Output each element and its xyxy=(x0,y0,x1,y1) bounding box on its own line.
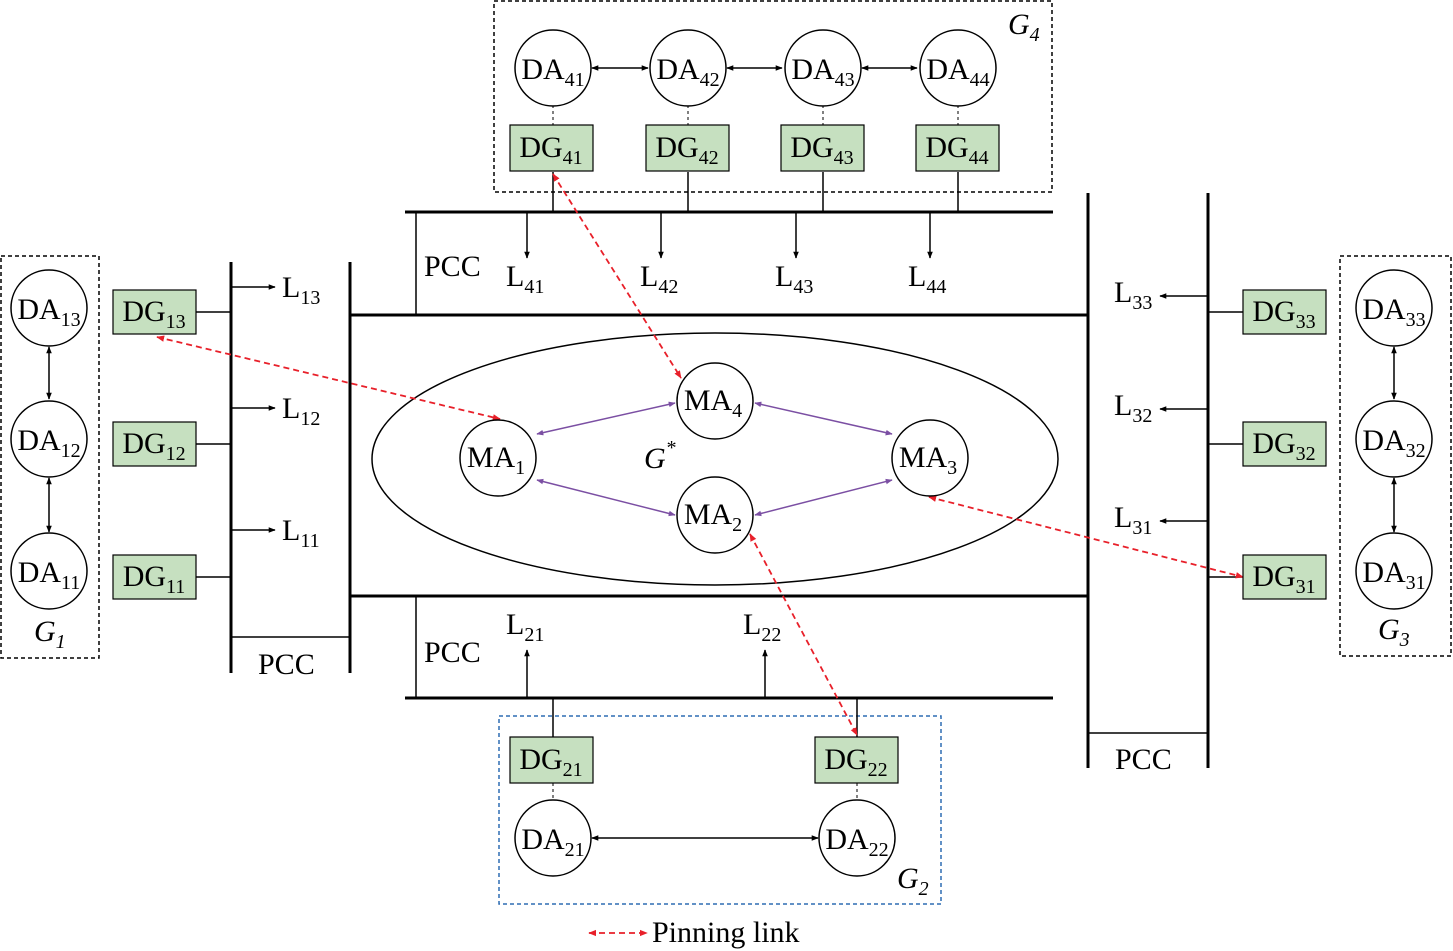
load-l12-label: L12 xyxy=(282,392,320,430)
dg12-label: DG12 xyxy=(122,427,185,465)
pinning-link-g2 xyxy=(749,533,858,736)
agent-da41-node xyxy=(514,29,592,107)
load-l42-label: L42 xyxy=(640,260,678,298)
agent-da44-node xyxy=(919,29,997,107)
agent-ma4-node xyxy=(676,362,754,440)
agent-ma4-label: MA4 xyxy=(684,384,742,422)
dg-connections xyxy=(196,172,1243,737)
load-l21-label: L21 xyxy=(506,608,544,646)
group-g3-label: G3 xyxy=(1378,613,1410,651)
agent-da12-label: DA12 xyxy=(17,424,80,462)
pinning-link-g1 xyxy=(156,335,501,421)
agent-ma3-node xyxy=(891,419,969,497)
load-l13-label: L13 xyxy=(282,271,320,309)
da-comm-arrows xyxy=(46,65,1397,841)
agent-da22-node xyxy=(818,799,896,877)
dg43-label: DG43 xyxy=(790,131,853,169)
dg21-box xyxy=(509,736,594,784)
group-g2-box xyxy=(498,715,942,905)
agent-da43-node xyxy=(784,29,862,107)
dg41-box xyxy=(509,124,594,172)
group-g3-box xyxy=(1339,255,1452,657)
dg11-box xyxy=(112,554,197,600)
dg41-label: DG41 xyxy=(519,131,582,169)
group-gstar-label: G* xyxy=(644,437,676,475)
agent-da21-label: DA21 xyxy=(521,823,584,861)
agent-da41-label: DA41 xyxy=(521,53,584,91)
dg11-label: DG11 xyxy=(123,560,186,598)
load-l44-label: L44 xyxy=(908,260,946,298)
agent-da33-node xyxy=(1355,269,1433,347)
pcc-top-label: PCC xyxy=(424,250,481,283)
pcc-bottom-label: PCC xyxy=(424,636,481,669)
dg32-label: DG32 xyxy=(1252,427,1315,465)
labels: DA13 DA12 DA11 DA41 DA42 DA43 DA44 DA33 … xyxy=(17,8,1425,900)
agent-da43-label: DA43 xyxy=(791,53,854,91)
group-g1-box xyxy=(0,255,100,659)
agent-da44-label: DA44 xyxy=(926,53,989,91)
agent-da22-label: DA22 xyxy=(825,823,888,861)
agent-da33-label: DA33 xyxy=(1362,293,1425,331)
agent-da32-node xyxy=(1355,400,1433,478)
upper-layer-ellipse xyxy=(371,332,1059,586)
pinning-link-g3 xyxy=(928,495,1244,579)
dg44-box xyxy=(915,124,1000,172)
agent-da12-node xyxy=(10,400,88,478)
load-l31-label: L31 xyxy=(1114,501,1152,539)
agent-ma2-node xyxy=(676,476,754,554)
pcc-right-label: PCC xyxy=(1115,743,1172,776)
dg13-box xyxy=(112,289,197,335)
load-l33-label: L33 xyxy=(1114,276,1152,314)
group-g4-box xyxy=(493,0,1053,193)
pinning-link-g4 xyxy=(552,173,682,379)
agent-da11-node xyxy=(10,532,88,610)
dg13-label: DG13 xyxy=(122,295,185,333)
agent-da13-node xyxy=(10,269,88,347)
dg21-label: DG21 xyxy=(519,743,582,781)
agent-da31-label: DA31 xyxy=(1362,556,1425,594)
dg31-box xyxy=(1242,554,1327,600)
agent-ma1-label: MA1 xyxy=(467,441,525,479)
dg12-box xyxy=(112,421,197,467)
agent-da11-label: DA11 xyxy=(18,556,81,594)
agent-da32-label: DA32 xyxy=(1362,424,1425,462)
agent-da13-label: DA13 xyxy=(17,293,80,331)
dg32-box xyxy=(1242,421,1327,467)
load-l43-label: L43 xyxy=(775,260,813,298)
agent-ma2-label: MA2 xyxy=(684,498,742,536)
ma-links xyxy=(536,401,893,517)
dg44-label: DG44 xyxy=(925,131,988,169)
agent-da42-label: DA42 xyxy=(656,53,719,91)
legend: Pinning link xyxy=(588,916,800,949)
da-circles xyxy=(10,29,1433,877)
agent-ma1-node xyxy=(459,419,537,497)
legend-pinning-label: Pinning link xyxy=(652,916,800,949)
group-g1-label: G1 xyxy=(34,615,66,653)
pinning-links xyxy=(156,173,1244,736)
dg33-box xyxy=(1242,289,1327,335)
bus-lines xyxy=(229,193,1210,768)
load-l11-label: L11 xyxy=(282,514,320,552)
group-g2-label: G2 xyxy=(897,862,929,900)
load-l32-label: L32 xyxy=(1114,389,1152,427)
agent-da42-node xyxy=(649,29,727,107)
load-arrows xyxy=(231,212,1208,698)
group-g4-label: G4 xyxy=(1008,8,1040,46)
dg31-label: DG31 xyxy=(1252,560,1315,598)
dg22-label: DG22 xyxy=(824,743,887,781)
load-l22-label: L22 xyxy=(743,608,781,646)
load-l41-label: L41 xyxy=(506,260,544,298)
pcc-left-label: PCC xyxy=(258,648,315,681)
dg42-box xyxy=(645,124,730,172)
dg-boxes xyxy=(112,124,1327,784)
agent-da21-node xyxy=(514,799,592,877)
agent-da31-node xyxy=(1355,532,1433,610)
agent-ma3-label: MA3 xyxy=(899,441,957,479)
dg22-box xyxy=(814,736,899,784)
dg33-label: DG33 xyxy=(1252,295,1315,333)
dg43-box xyxy=(780,124,865,172)
dg42-label: DG42 xyxy=(655,131,718,169)
